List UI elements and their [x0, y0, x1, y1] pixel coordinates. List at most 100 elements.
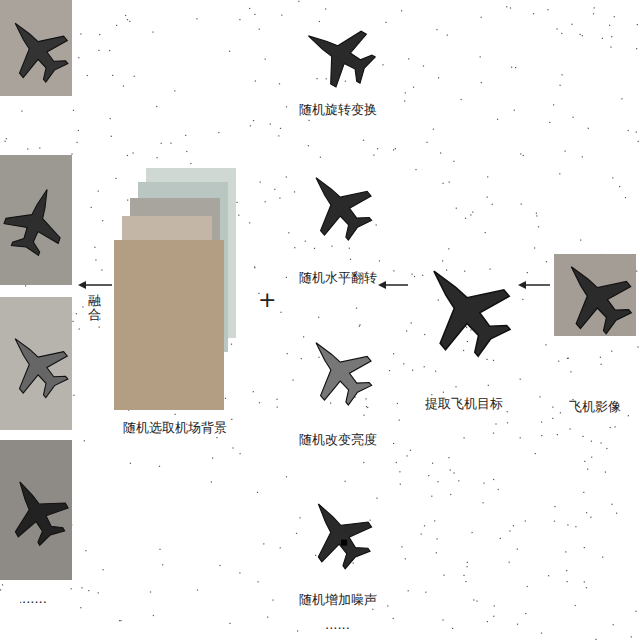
- speckle: [259, 29, 260, 30]
- speckle: [393, 270, 394, 271]
- image-step: 随机改变亮度: [300, 310, 376, 448]
- speckle: [631, 636, 632, 637]
- speckle: [414, 276, 415, 277]
- fused-plane: [0, 320, 79, 407]
- speckle: [120, 620, 121, 621]
- speckle: [318, 317, 319, 318]
- speckle: [541, 633, 542, 634]
- speckle: [288, 232, 289, 233]
- speckle: [424, 525, 425, 526]
- speckle: [437, 538, 438, 539]
- speckle: [554, 506, 555, 507]
- speckle: [506, 6, 507, 7]
- speckle: [557, 434, 558, 435]
- speckle: [591, 441, 592, 442]
- speckle: [185, 135, 186, 136]
- speckle: [259, 402, 260, 403]
- speckle: [557, 28, 558, 29]
- speckle: [231, 344, 232, 345]
- speckle: [407, 455, 408, 456]
- speckle: [536, 213, 537, 214]
- speckle: [233, 447, 234, 448]
- step-image: [110, 168, 240, 416]
- speckle: [520, 437, 521, 438]
- speckle: [609, 25, 610, 26]
- speckle: [547, 9, 548, 10]
- speckle: [465, 581, 466, 582]
- speckle: [84, 440, 85, 441]
- speckle: [134, 76, 135, 77]
- speckle: [440, 152, 441, 153]
- speckle: [467, 341, 468, 342]
- speckle: [554, 521, 555, 522]
- speckle: [464, 271, 465, 272]
- speckle: [186, 151, 187, 152]
- speckle: [613, 624, 614, 625]
- speckle: [488, 385, 489, 386]
- speckle: [78, 130, 79, 131]
- speckle: [0, 589, 1, 590]
- speckle: [424, 334, 425, 335]
- speckle: [566, 570, 567, 571]
- speckle: [279, 198, 280, 199]
- speckle: [553, 104, 554, 105]
- speckle: [615, 426, 616, 427]
- speckle: [21, 111, 22, 112]
- speckle: [254, 267, 255, 268]
- speckle: [359, 324, 360, 325]
- speckle: [593, 13, 594, 14]
- speckle: [510, 7, 511, 8]
- speckle: [170, 143, 171, 144]
- speckle: [87, 75, 88, 76]
- speckle: [72, 321, 73, 322]
- speckle: [401, 546, 402, 547]
- speckle: [495, 423, 496, 424]
- speckle: [527, 272, 528, 273]
- speckle: [443, 619, 444, 620]
- speckle: [123, 86, 124, 87]
- speckle: [190, 163, 191, 164]
- background-stack: [110, 168, 240, 416]
- speckle: [376, 498, 377, 499]
- speckle: [410, 450, 411, 451]
- speckle: [318, 357, 319, 358]
- speckle: [101, 269, 102, 270]
- speckle: [636, 132, 637, 133]
- speckle: [211, 481, 212, 482]
- speckle: [463, 575, 464, 576]
- step-label: 随机改变亮度: [299, 432, 377, 448]
- speckle: [438, 77, 439, 78]
- speckle: [401, 10, 402, 11]
- speckle: [349, 248, 350, 249]
- speckle: [325, 8, 326, 9]
- fused-plane: [0, 468, 77, 553]
- speckle: [422, 275, 423, 276]
- step-label: 随机水平翻转: [299, 270, 377, 286]
- speckle: [253, 120, 254, 121]
- speckle: [82, 306, 83, 307]
- speckle: [296, 533, 297, 534]
- speckle: [399, 420, 400, 421]
- speckle: [584, 581, 585, 582]
- speckle: [76, 313, 77, 314]
- speckle: [260, 182, 261, 183]
- image-step: 随机旋转变换: [300, 8, 376, 118]
- speckle: [472, 532, 473, 533]
- speckle: [297, 630, 298, 631]
- speckle: [628, 130, 629, 131]
- speckle: [435, 371, 436, 372]
- speckle: [393, 149, 394, 150]
- speckle: [408, 58, 409, 59]
- plane-picture: [300, 8, 376, 98]
- step-image: [300, 476, 376, 588]
- step-image: [300, 8, 376, 98]
- speckle: [309, 120, 310, 121]
- speckle: [399, 471, 400, 472]
- speckle: [582, 35, 583, 36]
- speckle: [175, 414, 176, 415]
- speckle: [600, 357, 601, 358]
- speckle: [102, 220, 103, 221]
- speckle: [112, 75, 113, 76]
- speckle: [424, 366, 425, 367]
- speckle: [612, 177, 613, 178]
